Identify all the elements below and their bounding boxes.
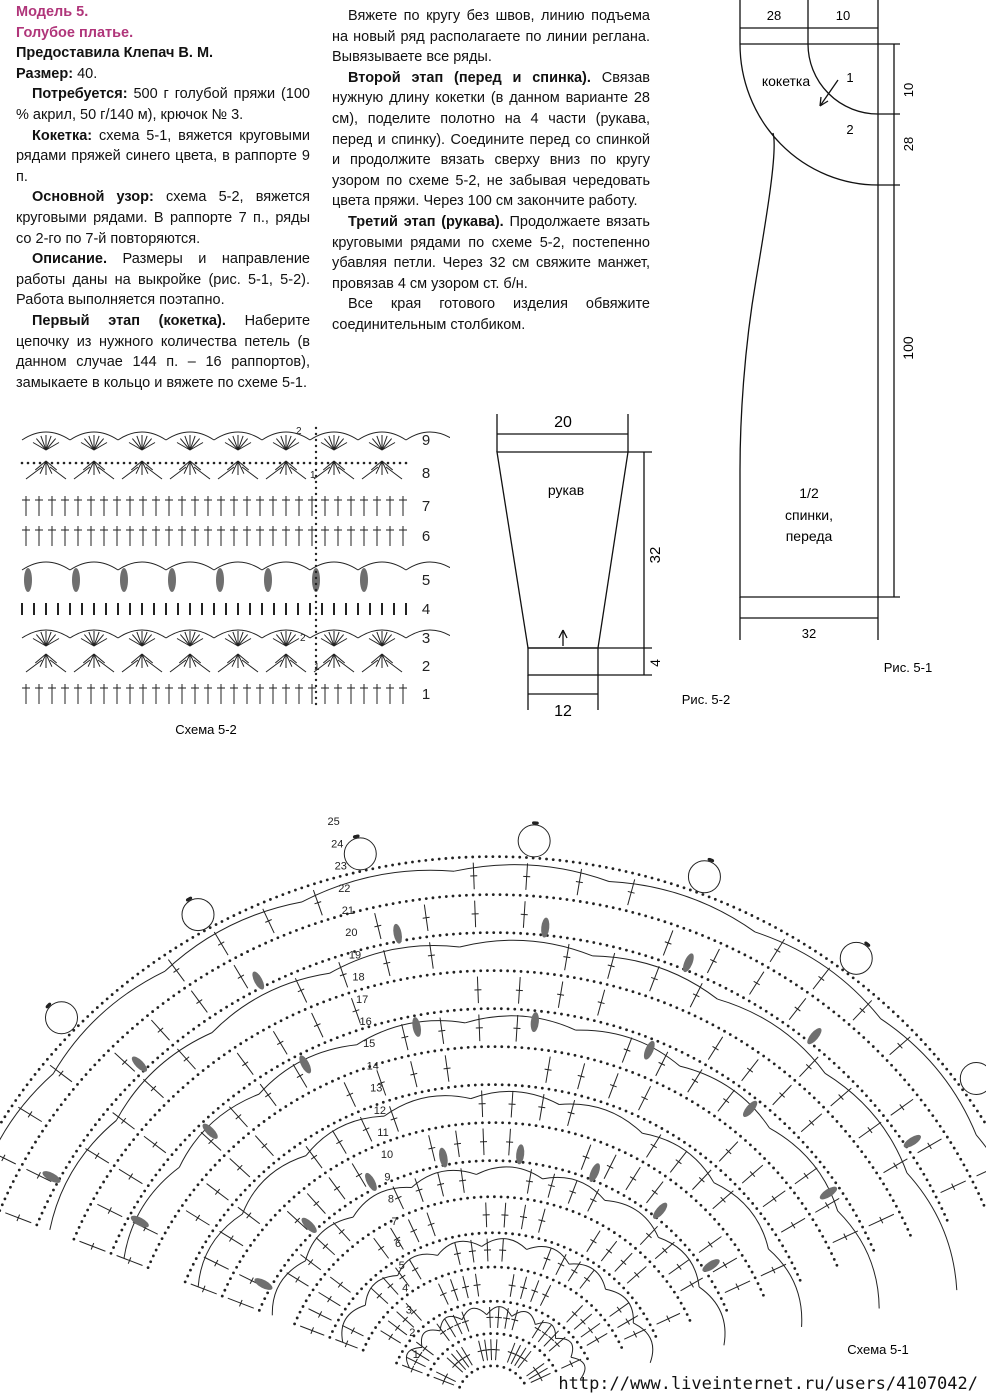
body-label-line1: 1/2 [799,485,819,501]
scheme-5-2-row-number: 4 [422,601,430,618]
yoke-label: кокетка [762,73,811,89]
stage2-label: Второй этап (перед и спинка). [348,69,591,86]
scheme-5-1-row-number: 22 [338,883,350,895]
scheme-5-2-row-number: 8 [422,465,430,482]
requirements-text: 500 г голубой пряжи (100 % акрил, 50 г/1… [16,86,310,123]
scheme-5-1-row-number: 3 [406,1305,412,1317]
scheme-5-1-row-number: 15 [363,1038,375,1050]
sleeve-label: рукав [548,482,584,498]
scheme-5-1-row-number: 1 [413,1349,419,1361]
stage2-text: Связав нужную длину кокетки (в данном ва… [332,69,650,210]
zone-2-label: 2 [846,122,853,137]
size-line: Размер: 40. [16,64,310,85]
main-pattern-label: Основной узор: [32,189,154,206]
scheme-5-2-row-number: 9 [422,432,430,449]
text-column-left: Модель 5. Голубое платье. Предоставила К… [16,2,310,393]
model-number: Модель 5. [16,4,89,20]
scheme-5-1-row-number: 8 [388,1194,394,1206]
yoke-label: Кокетка: [32,127,93,144]
scheme-5-2-mark: 1 [310,470,316,481]
sleeve-bottom-dimension: 12 [554,703,572,720]
scheme-5-2-mark: 2 [296,426,302,437]
scheme-5-2-row-number: 2 [422,658,430,675]
scheme-5-1-row-number: 11 [377,1127,388,1139]
finishing-paragraph: Все края готового изделия обвяжите соеди… [332,296,650,333]
watermark-url: http://www.liveinternet.ru/users/4107042… [558,1374,978,1394]
scheme-5-1-caption: Схема 5-1 [847,1342,909,1357]
scheme-5-2-mark: 1 [314,662,320,673]
figure-5-1-pattern: 28 10 кокетка 1 2 10 28 100 1/2 спинки, … [739,0,932,675]
scheme-5-1-chart: 2524232221201918171615141312111098765432… [0,816,986,1389]
scheme-5-1-row-number: 9 [384,1171,390,1183]
main-pattern-paragraph: Основной узор: схема 5-2, вяжется кругов… [16,187,310,249]
author-line: Предоставила Клепач В. М. [16,45,214,62]
description-paragraph: Описание. Размеры и направление работы д… [16,249,310,311]
yoke-paragraph: Кокетка: схема 5-1, вяжется круговыми ря… [16,126,310,188]
scheme-5-1-row-number: 19 [349,949,361,961]
intro-paragraph: Вяжете по кругу без швов, линию подъема … [332,8,650,66]
scheme-5-1-row-number: 13 [370,1083,382,1095]
stage3-label: Третий этап (рукава). [348,213,504,230]
scheme-5-2-row-number: 3 [422,630,430,647]
yoke-text: схема 5-1, вяжется круговыми рядами пряж… [16,127,311,185]
top-left-dimension: 28 [767,8,781,23]
size-value: 40. [77,65,98,82]
stage3-paragraph: Третий этап (рукава). Продолжаете вязать… [332,212,650,294]
body-label-line2: спинки, [785,507,833,523]
requirements-label: Потребуется: [32,86,128,103]
scheme-5-1-row-number: 23 [335,861,347,873]
scheme-5-2-row-number: 1 [422,686,430,703]
size-label: Размер: [16,65,74,82]
scheme-5-1-row-number: 5 [399,1260,405,1272]
scheme-5-2-mark: 2 [300,633,306,644]
body-label-line3: переда [786,528,833,544]
scheme-5-2-chart: 9 8 7 6 5 4 3 2 1 2 1 2 1 Схема 5-2 [20,426,450,737]
stage1-text: Наберите цепочку из нужного количества п… [16,312,311,391]
scheme-5-2-row-number: 7 [422,498,430,515]
scheme-5-1-row-number: 18 [352,972,364,984]
scheme-5-1-row-number: 25 [328,816,340,828]
stage2-paragraph: Второй этап (перед и спинка). Связав нуж… [332,68,650,212]
stage3-text: Продолжаете вязать круговыми рядами по с… [332,213,650,292]
sleeve-top-dimension: 20 [554,414,572,431]
text-column-right: Вяжете по кругу без швов, линию подъема … [332,6,650,336]
description-label: Описание. [32,251,108,268]
description-text: Размеры и направление работы даны на вык… [16,251,310,309]
main-pattern-text: схема 5-2, вяжется круговыми рядами. В р… [16,189,310,247]
scheme-5-1-row-number: 17 [356,994,368,1006]
stage1-label: Первый этап (кокетка). [32,312,226,329]
side-100-dimension: 100 [900,336,916,360]
stage1-paragraph: Первый этап (кокетка). Наберите цепочку … [16,311,310,393]
scheme-5-1-row-number: 2 [409,1327,415,1339]
scheme-5-1-row-number: 14 [367,1060,379,1072]
bottom-dimension: 32 [802,626,816,641]
scheme-5-1-row-number: 4 [402,1282,408,1294]
side-10-dimension: 10 [901,83,916,97]
scheme-5-1-row-number: 12 [374,1105,386,1117]
scheme-5-2-row-number: 6 [422,528,430,545]
scheme-5-1-row-number: 20 [345,927,357,939]
top-right-dimension: 10 [836,8,850,23]
figure-5-1-caption: Рис. 5-1 [884,660,932,675]
scheme-5-1-row-number: 6 [395,1238,401,1250]
figure-5-2-caption: Рис. 5-2 [682,692,730,707]
figure-5-2-sleeve: 20 рукав 32 4 12 Рис. 5-2 [496,414,730,720]
scheme-5-1-row-number: 10 [381,1149,393,1161]
sleeve-height-dimension: 32 [647,547,664,564]
scheme-5-1-row-number: 24 [331,838,343,850]
model-title: Голубое платье. [16,24,134,41]
scheme-5-1-row-number: 21 [342,905,354,917]
side-28-dimension: 28 [901,137,916,151]
requirements-paragraph: Потребуется: 500 г голубой пряжи (100 % … [16,84,310,125]
scheme-5-1-row-number: 7 [391,1216,397,1228]
zone-1-label: 1 [846,70,853,85]
cuff-dimension: 4 [647,659,663,667]
scheme-5-2-row-number: 5 [422,572,430,589]
scheme-5-1-row-number: 16 [360,1016,372,1028]
scheme-5-2-caption: Схема 5-2 [175,722,237,737]
